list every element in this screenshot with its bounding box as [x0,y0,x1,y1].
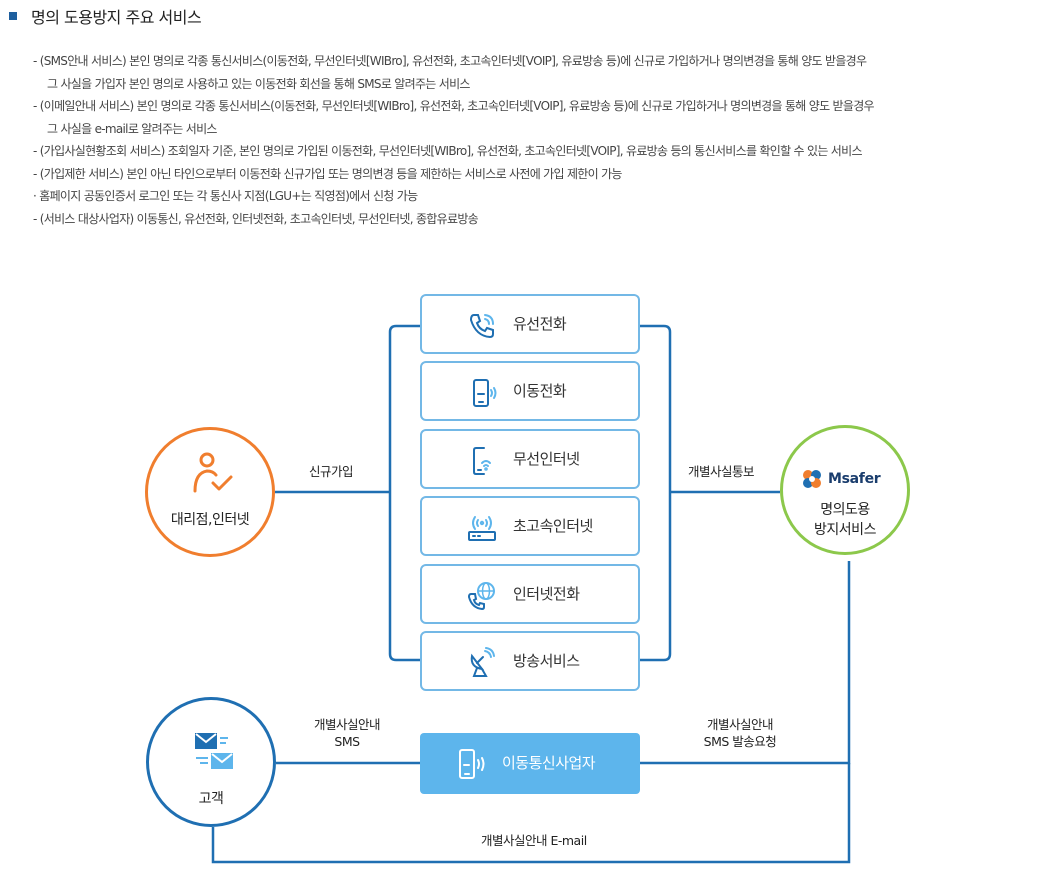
service-box-broadband: 초고속인터넷 [420,496,640,556]
sms-edge-label: 개별사실안내 SMS [307,716,387,750]
service-label: 초고속인터넷 [513,517,593,535]
right-bracket-line [640,324,672,662]
service-box-wireless-internet: 무선인터넷 [420,429,640,489]
sms-request-edge-label-line2: SMS 발송요청 [703,734,777,749]
mobile-phone-icon [459,749,485,779]
service-label: 방송서비스 [513,652,580,670]
service-box-mobile-phone: 이동전화 [420,361,640,421]
description-line: - (가입제한 서비스) 본인 아닌 타인으로부터 이동전화 신규가입 또는 명… [33,166,622,181]
customer-label: 고객 [198,791,224,807]
email-line [211,763,851,864]
person-check-icon [193,452,233,493]
square-bullet-icon [9,12,17,20]
msafer-logo-text: Msafer [828,471,881,487]
left-bracket-line [388,324,420,662]
msafer-label-line1: 명의도용 [820,502,870,518]
service-box-broadcasting: 방송서비스 [420,631,640,691]
sms-edge-label-line1: 개별사실안내 [313,717,381,732]
customer-node: 고객 [146,697,276,827]
msafer-node: Msafer 명의도용 방지서비스 [780,425,910,555]
description-line: · 홈페이지 공동인증서 로그인 또는 각 통신사 지점(LGU+는 직영점)에… [33,189,418,203]
service-box-internet-phone: 인터넷전화 [420,564,640,624]
email-sms-icon [195,733,233,769]
mobile-operator-label: 이동통신사업자 [502,754,596,772]
description-line: - (이메일안내 서비스) 본인 명의로 각종 통신서비스(이동전화, 무선인터… [33,99,875,113]
description-line: 그 사실을 가입자 본인 명의로 사용하고 있는 이동전화 회선을 통해 SMS… [47,76,470,91]
agent-label: 대리점,인터넷 [170,512,250,528]
msafer-logo: Msafer [800,469,900,489]
mobile-wifi-icon [473,447,491,475]
notice-edge-label: 개별사실통보 [688,464,755,479]
mobile-operator-box: 이동통신사업자 [420,733,640,794]
section-title: 명의 도용방지 주요 서비스 [31,8,202,27]
service-label: 무선인터넷 [513,450,580,468]
phone-ringing-icon [469,314,494,339]
agent-node: 대리점,인터넷 [145,427,275,557]
service-label: 유선전화 [513,315,567,333]
sms-request-edge-label: 개별사실안내 SMS 발송요청 [690,716,790,750]
signup-edge-label: 신규가입 [309,464,354,479]
satellite-dish-icon [470,647,495,677]
description-line: - (SMS안내 서비스) 본인 명의로 각종 통신서비스(이동전화, 무선인터… [33,54,867,68]
mobile-phone-icon [473,379,497,407]
sms-request-edge-label-line1: 개별사실안내 [706,717,774,732]
msafer-label-line2: 방지서비스 [814,522,876,538]
globe-phone-icon [467,582,495,611]
service-label: 이동전화 [513,382,567,400]
email-edge-label: 개별사실안내 E-mail [481,833,587,848]
description-line: 그 사실을 e-mail로 알려주는 서비스 [47,121,217,136]
description-line: - (서비스 대상사업자) 이동통신, 유선전화, 인터넷전화, 초고속인터넷,… [33,211,479,226]
service-description-list: - (SMS안내 서비스) 본인 명의로 각종 통신서비스(이동전화, 무선인터… [33,50,1048,230]
description-line: - (가입사실현황조회 서비스) 조회일자 기준, 본인 명의로 가입된 이동전… [33,144,863,158]
service-box-wired-phone: 유선전화 [420,294,640,354]
section-header: 명의 도용방지 주요 서비스 [9,4,202,28]
sms-edge-label-line2: SMS [334,734,360,749]
router-icon [468,516,496,541]
service-label: 인터넷전화 [513,585,580,603]
msafer-logo-icon [803,470,821,488]
